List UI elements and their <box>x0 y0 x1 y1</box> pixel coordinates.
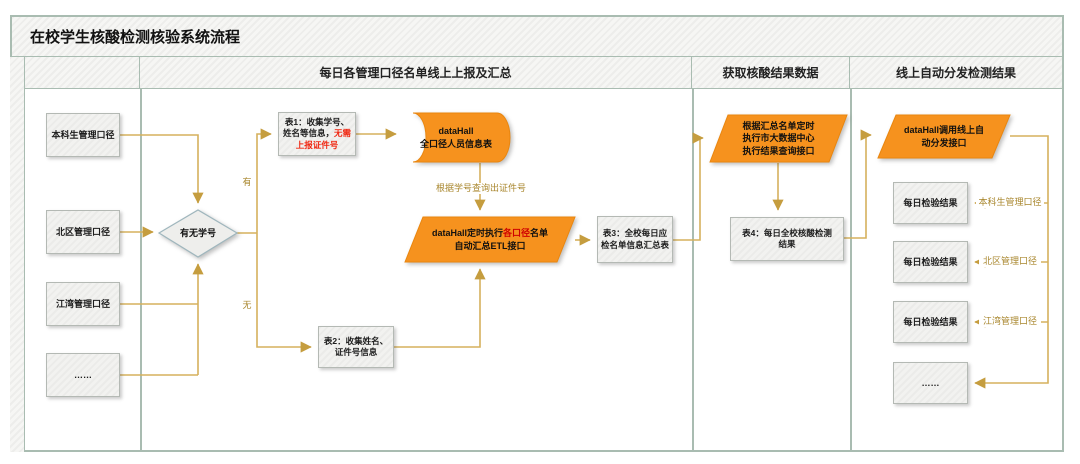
lane-header-strip <box>10 57 25 88</box>
result-box-north: 每日检验结果 <box>893 241 968 283</box>
source-box-north: 北区管理口径 <box>46 210 120 254</box>
source-box-undergrad: 本科生管理口径 <box>46 113 120 157</box>
query-api-label: 根据汇总名单定时执行市大数据中心执行结果查询接口 <box>742 121 815 156</box>
branch-yes-label: 有 <box>242 177 252 187</box>
lane-header-sources <box>25 57 140 88</box>
result-edge-label-jiangwan: 江湾管理口径 <box>979 316 1041 327</box>
page-title: 在校学生核酸检测核验系统流程 <box>30 29 241 46</box>
lane-header-row: 每日各管理口径名单线上上报及汇总 获取核酸结果数据 线上自动分发检测结果 <box>10 57 1064 88</box>
source-box-others: …… <box>46 353 120 397</box>
result-box-undergrad: 每日检验结果 <box>893 182 968 224</box>
lane-divider-1 <box>140 88 142 452</box>
lane-divider-2 <box>692 88 694 452</box>
result-edge-label-undergrad: 本科生管理口径 <box>976 197 1044 208</box>
branch-no-label: 无 <box>242 300 252 310</box>
lane-header-report: 每日各管理口径名单线上上报及汇总 <box>140 57 692 88</box>
decision-diamond-label: 有无学号 <box>179 228 216 239</box>
datastore-label: dataHall 全口径人员信息表 <box>419 126 492 149</box>
result-box-others: …… <box>893 362 968 404</box>
etl-red-text: 各口径 <box>502 228 530 239</box>
result-box-jiangwan: 每日检验结果 <box>893 301 968 343</box>
lane-divider-3 <box>850 88 852 452</box>
lane-header-dispatch: 线上自动分发检测结果 <box>850 57 1062 88</box>
table1-red-text: 无需上报证件号 <box>295 128 352 150</box>
diagram-title-bar: 在校学生核酸检测核验系统流程 <box>10 15 1064 57</box>
source-box-jiangwan: 江湾管理口径 <box>46 282 120 326</box>
result-edge-label-north: 北区管理口径 <box>979 256 1041 267</box>
table1-box: 表1：收集学号、姓名等信息，无需上报证件号 <box>278 112 356 156</box>
left-title-strip <box>10 57 25 452</box>
dispatch-api-label: dataHall调用线上自动分发接口 <box>903 125 984 148</box>
etl-label: dataHall定时执行各口径名单 自动汇总ETL接口 <box>431 228 549 251</box>
table3-box: 表3：全校每日应检名单信息汇总表 <box>597 216 673 263</box>
query-edge-label: 根据学号查询出证件号 <box>434 183 528 194</box>
table2-box: 表2：收集姓名、证件号信息 <box>318 326 394 368</box>
table4-box: 表4：每日全校核酸检测结果 <box>730 217 844 261</box>
lane-header-results: 获取核酸结果数据 <box>692 57 850 88</box>
